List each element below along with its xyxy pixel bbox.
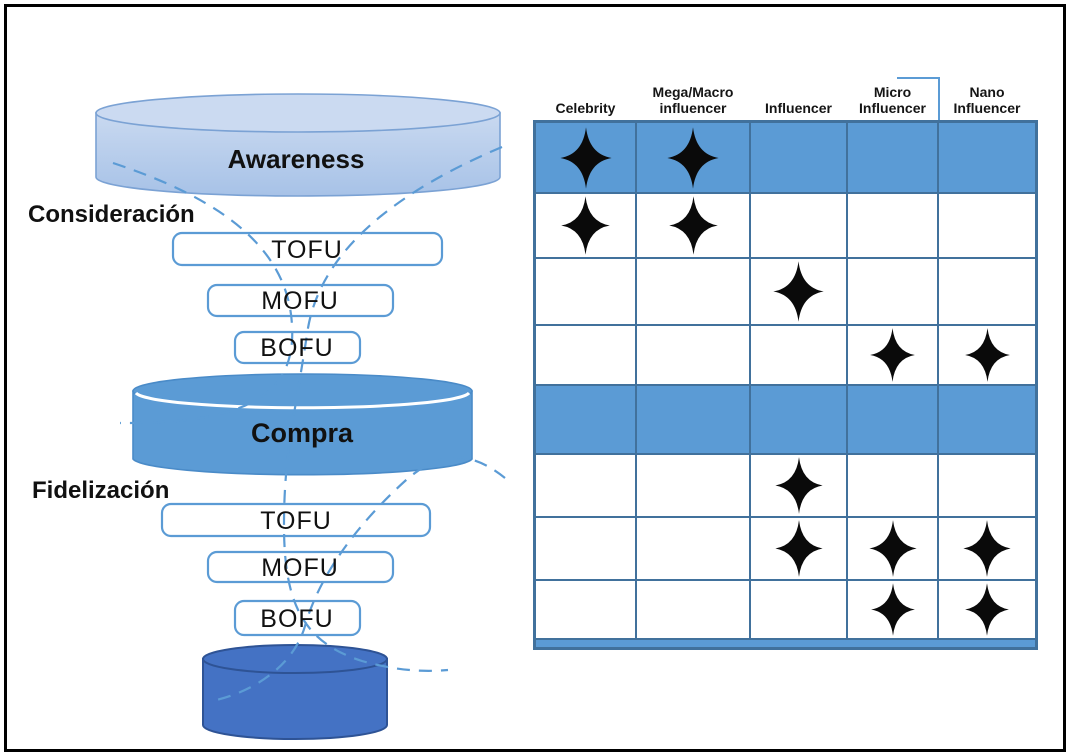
matrix-cell <box>848 123 937 192</box>
matrix-cell <box>751 581 846 638</box>
column-header: Celebrity <box>555 100 616 116</box>
matrix-cell <box>637 123 749 192</box>
matrix-cell <box>536 326 635 384</box>
matrix-cell <box>536 518 635 579</box>
column-header: Micro Influencer <box>859 84 926 116</box>
matrix-cell <box>536 123 635 192</box>
matrix-cell <box>536 386 635 453</box>
matrix-cell <box>751 123 846 192</box>
mofu-label-consideration: MOFU <box>261 287 339 315</box>
column-header: Mega/Macro influencer <box>652 84 734 116</box>
star-icon <box>963 520 1011 577</box>
compra-label: Compra <box>251 418 354 448</box>
tofu-box-loyalty <box>160 502 432 538</box>
matrix-cell <box>536 581 635 638</box>
star-icon <box>774 520 823 577</box>
tofu-label-consideration: TOFU <box>271 236 343 264</box>
matrix-cell <box>637 455 749 516</box>
awareness-label: Awareness <box>228 144 365 174</box>
awareness-cylinder <box>95 93 501 197</box>
matrix-cell <box>536 455 635 516</box>
compra-cylinder <box>132 373 473 476</box>
matrix-bottom-strip <box>536 640 1035 647</box>
matrix-cell <box>848 194 937 257</box>
star-icon <box>868 520 917 577</box>
matrix-cell <box>751 194 846 257</box>
dashed-curve-right <box>282 145 503 672</box>
star-icon <box>561 196 610 255</box>
star-icon <box>774 457 823 514</box>
star-icon <box>667 126 719 189</box>
cylinder-highlight <box>134 391 471 410</box>
matrix-cell <box>637 518 749 579</box>
matrix-cell <box>536 259 635 324</box>
matrix-cell <box>751 386 846 453</box>
matrix-cell <box>939 455 1035 516</box>
influencer-matrix <box>533 120 1038 650</box>
matrix-cell <box>751 326 846 384</box>
matrix-cell <box>637 259 749 324</box>
column-header: Nano Influencer <box>953 84 1021 116</box>
bofu-label-loyalty: BOFU <box>260 605 333 633</box>
consideration-label: Consideración <box>28 201 195 228</box>
matrix-cell <box>637 326 749 384</box>
matrix-cell <box>751 455 846 516</box>
matrix-cell <box>939 194 1035 257</box>
matrix-cell <box>848 455 937 516</box>
matrix-cell <box>637 194 749 257</box>
matrix-cell <box>939 518 1035 579</box>
tofu-label-loyalty: TOFU <box>260 507 332 535</box>
matrix-cell <box>939 326 1035 384</box>
matrix-cell <box>848 518 937 579</box>
tofu-box-consideration <box>171 231 444 267</box>
matrix-cell <box>939 581 1035 638</box>
matrix-cell <box>939 386 1035 453</box>
matrix-cell <box>939 123 1035 192</box>
matrix-cell <box>536 194 635 257</box>
mofu-box-consideration <box>206 283 395 318</box>
star-icon <box>965 583 1009 636</box>
matrix-cell <box>637 581 749 638</box>
star-icon <box>870 328 915 382</box>
dashed-curve-left <box>112 161 294 425</box>
bofu-box-consideration <box>233 330 362 365</box>
star-icon <box>668 196 718 255</box>
matrix-cell <box>751 259 846 324</box>
matrix-cell <box>848 259 937 324</box>
matrix-cell <box>848 386 937 453</box>
star-icon <box>559 126 612 189</box>
matrix-cell <box>637 386 749 453</box>
dashed-curve-lower <box>211 456 506 703</box>
matrix-cell <box>848 581 937 638</box>
bofu-label-consideration: BOFU <box>260 334 333 362</box>
mofu-label-loyalty: MOFU <box>261 554 339 582</box>
loyalty-label: Fidelización <box>32 477 169 504</box>
matrix-cell <box>939 259 1035 324</box>
matrix-cell <box>848 326 937 384</box>
star-icon <box>870 583 915 636</box>
bofu-box-loyalty <box>233 599 362 637</box>
star-icon <box>773 261 824 322</box>
column-header: Influencer <box>765 100 832 116</box>
matrix-cell <box>751 518 846 579</box>
mofu-box-loyalty <box>206 550 395 584</box>
micro-header-box-corner <box>897 77 940 122</box>
star-icon <box>964 328 1010 382</box>
